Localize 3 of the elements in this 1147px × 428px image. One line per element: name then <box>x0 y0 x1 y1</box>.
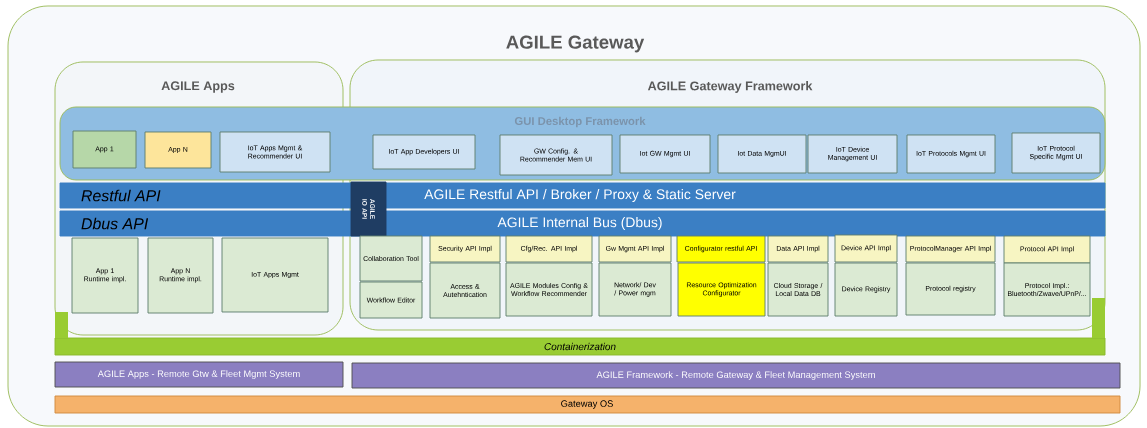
management-bar: AGILE Apps - Remote Gtw & Fleet Mgmt System <box>54 361 344 388</box>
management-bar: AGILE Framework - Remote Gateway & Fleet Management System <box>351 362 1121 389</box>
os-bar: Gateway OS <box>54 395 1121 414</box>
